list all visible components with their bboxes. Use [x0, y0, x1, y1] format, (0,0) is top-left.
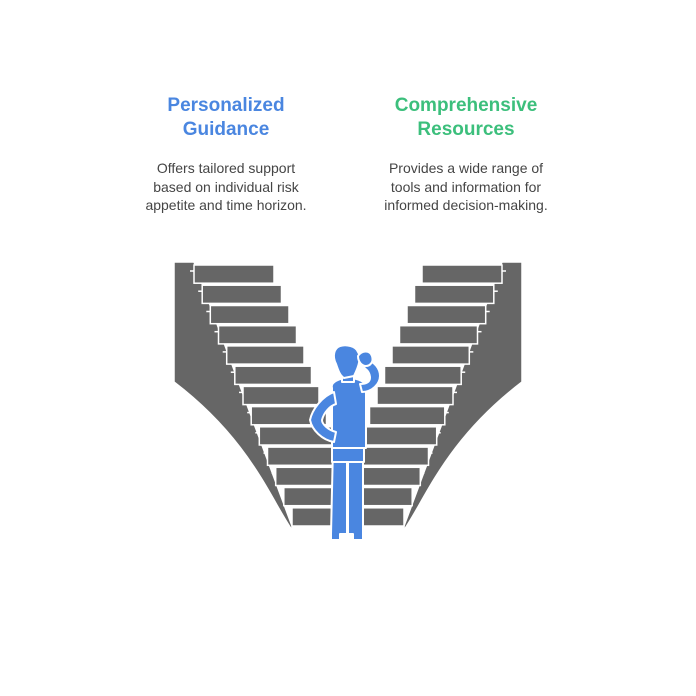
stair-step — [368, 405, 446, 426]
right-staircase-icon — [331, 261, 523, 531]
left-staircase-body — [173, 261, 293, 531]
option-personalized-guidance: Personalized Guidance Offers tailored su… — [126, 94, 326, 215]
stair-step — [217, 324, 298, 345]
option-title-line: Resources — [417, 119, 515, 140]
right-staircase-body — [403, 261, 523, 531]
stair-step — [225, 345, 305, 365]
person-head — [332, 344, 361, 379]
option-title-line: Comprehensive — [394, 95, 538, 116]
stair-step — [250, 405, 328, 426]
option-title: Personalized Guidance — [126, 94, 326, 142]
stair-step — [406, 304, 487, 325]
stair-step — [361, 426, 438, 446]
stair-step — [398, 324, 479, 345]
person-arm-right — [359, 359, 381, 393]
stair-step — [234, 365, 313, 386]
stair-step — [242, 385, 320, 406]
stair-step — [209, 304, 290, 325]
option-description: Provides a wide range of tools and infor… — [384, 160, 548, 213]
option-title: Comprehensive Resources — [366, 94, 566, 142]
stair-step — [413, 284, 495, 305]
stair-step — [391, 345, 471, 365]
stair-step — [266, 446, 343, 467]
person-hand — [357, 350, 374, 367]
option-description: Offers tailored support based on individ… — [145, 160, 307, 213]
option-title-line: Guidance — [182, 119, 270, 140]
person-arm-left — [309, 391, 337, 443]
stair-step — [421, 264, 503, 284]
stair-step — [383, 365, 462, 386]
stair-step — [201, 284, 283, 305]
confused-person-icon — [309, 344, 381, 541]
stair-step — [376, 385, 454, 406]
right-staircase-steps — [331, 264, 506, 527]
option-comprehensive-resources: Comprehensive Resources Provides a wide … — [366, 94, 566, 215]
option-title-line: Personalized — [167, 95, 285, 116]
stair-step — [193, 264, 275, 284]
stair-step — [353, 446, 430, 467]
